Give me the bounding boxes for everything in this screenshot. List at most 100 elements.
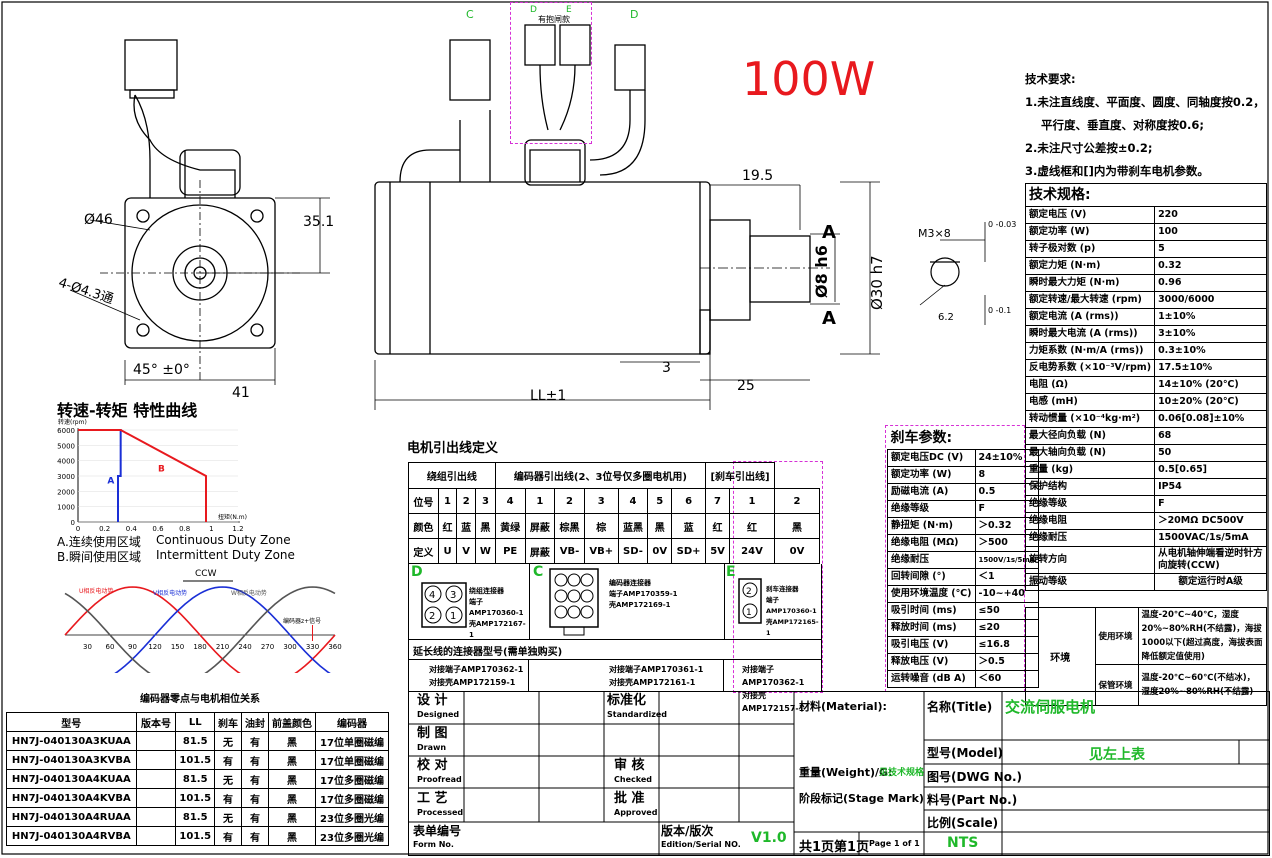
spec-row: 反电势系数 (×10⁻³V/rpm)17.5±10% xyxy=(1024,359,1267,377)
wave-tick-label: 210 xyxy=(216,643,229,651)
spec-row: 振动等级额定运行时A级 xyxy=(1024,573,1267,591)
model-cell: 101.5 xyxy=(175,788,216,808)
dim-tol2: 0 -0.1 xyxy=(988,306,1012,315)
model-cell: HN7J-040130A3KUAA xyxy=(6,731,137,751)
brake-row: 吸引电压 (V)≤16.8 xyxy=(887,636,1040,654)
x-axis-label: 扭矩(N.m) xyxy=(218,513,247,521)
wave-tick-label: 180 xyxy=(193,643,206,651)
model-cell xyxy=(135,788,177,808)
series-line-B xyxy=(78,429,207,522)
tb-material: 材料(Material): xyxy=(799,700,887,713)
brake-key: 额定功率 (W) xyxy=(887,466,976,484)
pin-cell: 红 xyxy=(437,513,458,539)
brake-row: 励磁电流 (A)0.5 xyxy=(887,483,1040,501)
model-cell: HN7J-040130A4KVBA xyxy=(6,788,137,808)
brake-key: 绝缘耐压 xyxy=(887,551,976,569)
spec-key: 反电势系数 (×10⁻³V/rpm) xyxy=(1024,359,1156,377)
spec-key: 电阻 (Ω) xyxy=(1024,376,1156,394)
spec-value: 额定运行时A级 xyxy=(1154,573,1267,591)
brake-row: 释放电压 (V)＞0.5 xyxy=(887,653,1040,671)
brake-value: F xyxy=(974,500,1040,518)
brake-key: 额定电压DC (V) xyxy=(887,449,976,467)
pin-cell: 黄绿 xyxy=(494,513,526,539)
model-cell: HN7J-040130A3KVBA xyxy=(6,750,137,770)
brake-value: ≤20 xyxy=(974,619,1040,637)
wave-tick-label: 240 xyxy=(238,643,251,651)
model-cell: 黑 xyxy=(268,750,317,770)
tb-name-value: 交流伺服电机 xyxy=(1005,698,1096,716)
model-cell: 23位多圈光编 xyxy=(315,807,389,827)
model-cell: 有 xyxy=(241,769,270,789)
wave-tick-label: 300 xyxy=(283,643,296,651)
brake-row: 回转间隙 (°)＜1 xyxy=(887,568,1040,586)
svg-text:3: 3 xyxy=(450,590,456,601)
spec-key: 额定力矩 (N·m) xyxy=(1024,257,1156,275)
tb-scale-value: NTS xyxy=(947,835,979,851)
model-cell: 黑 xyxy=(268,807,317,827)
spec-key: 电感 (mH) xyxy=(1024,393,1156,411)
tech-req-line: 2.未注尺寸公差按±0.2; xyxy=(1025,141,1153,155)
brake-key: 回转间隙 (°) xyxy=(887,568,976,586)
brake-note: 有抱闸款 xyxy=(538,15,570,24)
brake-value: ＜60 xyxy=(974,670,1040,688)
model-cell: 101.5 xyxy=(175,826,216,846)
tb-part: 料号(Part No.) xyxy=(927,793,1018,807)
brake-key: 绝缘等级 xyxy=(887,500,976,518)
brake-key: 吸引电压 (V) xyxy=(887,636,976,654)
pin-cell: 1 xyxy=(437,488,458,514)
group-brake: [刹车引出线] xyxy=(705,462,775,489)
legend-b-en: Intermittent Duty Zone xyxy=(156,548,295,562)
tech-req-line: 1.未注直线度、平面度、圆度、同轴度按0.2， xyxy=(1025,95,1265,109)
dim-d30: Ø30 h7 xyxy=(868,255,886,310)
model-header: 刹车 xyxy=(214,712,243,732)
spec-value: 0.5[0.65] xyxy=(1154,461,1267,479)
spec-key: 转动惯量 (×10⁻⁴kg·m²) xyxy=(1024,410,1156,428)
spec-value: 68 xyxy=(1154,427,1267,445)
tb-model: 型号(Model) xyxy=(927,746,1003,760)
spec-key: 重量 (kg) xyxy=(1024,461,1156,479)
wave-title: 编码器零点与电机相位关系 xyxy=(140,694,260,705)
pin-cell: VB+ xyxy=(583,538,619,564)
y-tick-label: 5000 xyxy=(57,442,75,450)
pin-cell: 3 xyxy=(475,488,496,514)
spec-row: 重量 (kg)0.5[0.65] xyxy=(1024,461,1267,479)
y-tick-label: 3000 xyxy=(57,473,75,481)
tb-name: 名称(Title) xyxy=(927,700,993,714)
model-cell: 黑 xyxy=(268,769,317,789)
pin-cell: 1 xyxy=(524,488,556,514)
tb-weight: 重量(Weight)/G: xyxy=(799,766,893,779)
wave-tick-label: 90 xyxy=(128,643,137,651)
wave-tick-label: 360 xyxy=(328,643,341,651)
pin-cell: 黑 xyxy=(774,513,820,539)
brake-wiring-dash xyxy=(733,461,823,693)
wave-tick-label: 330 xyxy=(306,643,319,651)
spec-key: 保护结构 xyxy=(1024,478,1156,496)
tech-requirements: 技术要求: 1.未注直线度、平面度、圆度、同轴度按0.2， 平行度、垂直度、对称… xyxy=(1025,68,1265,183)
svg-text:4: 4 xyxy=(429,590,435,601)
spec-row: 瞬时最大力矩 (N·m)0.96 xyxy=(1024,274,1267,292)
pin-cell: SD- xyxy=(617,538,649,564)
ccw-label: CCW xyxy=(195,569,217,579)
dim-tol1: 0 -0.03 xyxy=(988,220,1017,229)
brake-dash-box xyxy=(510,2,592,144)
model-cell: 无 xyxy=(214,731,243,751)
dim-35-1: 35.1 xyxy=(303,214,335,230)
spec-row: 转动惯量 (×10⁻⁴kg·m²)0.06[0.08]±10% xyxy=(1024,410,1267,428)
spec-value: 10±20% (20℃) xyxy=(1154,393,1267,411)
brake-key: 释放电压 (V) xyxy=(887,653,976,671)
label-conn-d-box: D xyxy=(530,5,537,15)
pin-cell: V xyxy=(456,538,477,564)
tb-stage: 阶段标记(Stage Mark) xyxy=(799,792,924,805)
conn-c-letter: C xyxy=(533,564,544,580)
spec-key: 最大轴向负载 (N) xyxy=(1024,444,1156,462)
tech-req-line: 3.虚线框和[]内为带刹车电机参数。 xyxy=(1025,164,1209,178)
env-table: 环境 使用环境 温度-20℃~40℃，湿度20%~80%RH(不结露)，海拔10… xyxy=(1025,607,1267,706)
